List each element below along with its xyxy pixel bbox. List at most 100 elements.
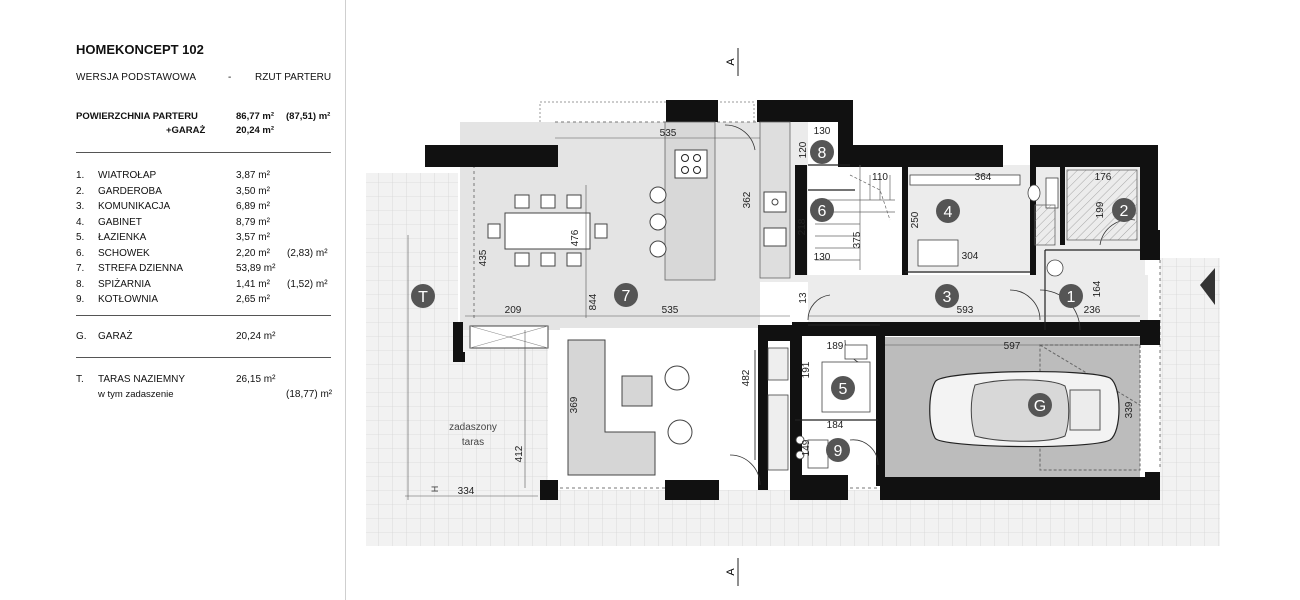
room-area: 53,89 m² <box>236 263 276 274</box>
kitchen-island <box>649 121 716 281</box>
room-badge-label: 4 <box>944 204 953 221</box>
room-badge-label: 3 <box>943 289 952 306</box>
room-badge: 7 <box>614 283 638 307</box>
dim-label: 369 <box>569 396 580 413</box>
version-label: WERSJA PODSTAWOWA <box>76 72 197 83</box>
room-area: 6,89 m² <box>236 201 270 212</box>
room-name: GABINET <box>98 216 142 228</box>
height-mark: H <box>430 486 440 493</box>
divider <box>76 152 331 153</box>
floor-area-label: POWIERZCHNIA PARTERU <box>76 111 198 122</box>
section-marker-label: A <box>725 568 737 576</box>
floor-area-value: 86,77 m² <box>236 111 275 122</box>
room-badge-label: 7 <box>622 288 631 305</box>
room-area: 3,50 m² <box>236 185 270 197</box>
room-name: WIATROŁAP <box>98 170 157 181</box>
dim-label: 184 <box>827 420 844 431</box>
room-area: 2,20 m² <box>236 247 270 259</box>
dim-label: 130 <box>814 252 831 263</box>
dim-label: 110 <box>872 172 888 183</box>
room-badge-label: 5 <box>839 381 848 398</box>
room-name: SCHOWEK <box>98 247 150 259</box>
room-badge-label: 8 <box>818 145 827 162</box>
room-num: 6. <box>76 247 85 259</box>
terrace-name: TARAS NAZIEMNY <box>98 374 186 385</box>
version-separator: - <box>228 72 232 83</box>
room-badges: 1 2 3 4 5 6 7 8 9 G T <box>411 140 1136 462</box>
room-badge-label: 9 <box>834 443 843 460</box>
room-area: 3,57 m² <box>236 232 270 243</box>
dim-label: 218 <box>797 218 808 235</box>
dimension-lines <box>405 137 1140 500</box>
room-name: STREFA DZIENNA <box>98 263 184 274</box>
room-area: 3,87 m² <box>236 170 270 181</box>
room-badge-label: 1 <box>1067 289 1076 306</box>
entrance-arrow <box>1200 268 1215 305</box>
walls <box>425 100 1160 500</box>
room-area: 1,41 m² <box>236 278 270 290</box>
dim-label: 597 <box>1004 341 1021 352</box>
room-num: 9. <box>76 294 85 305</box>
room-badge: T <box>411 284 435 308</box>
room-badge: 3 <box>935 284 959 308</box>
dim-label: 250 <box>910 211 921 228</box>
section-marker-label: A <box>725 58 737 66</box>
room-num: 8. <box>76 278 85 290</box>
room-badge: 8 <box>810 140 834 164</box>
terrace-sub-alt: (18,77) m² <box>286 389 333 400</box>
floor-plan: 535 130 120 110 364 176 199 362 476 435 … <box>366 48 1220 586</box>
project-title: HOMEKONCEPT 102 <box>76 42 204 57</box>
room-badge: 6 <box>810 198 834 222</box>
room-name: GARDEROBA <box>98 185 162 197</box>
garage-num: G. <box>76 331 87 342</box>
room-num: 4. <box>76 216 85 228</box>
room-name: SPIŻARNIA <box>98 278 151 290</box>
dim-label: 149 <box>801 439 812 456</box>
room-badge: 9 <box>826 438 850 462</box>
dim-label: 535 <box>660 128 677 139</box>
terrace-label-line1: zadaszony <box>449 422 497 433</box>
room-name: KOMUNIKACJA <box>98 201 171 212</box>
dim-label: 130 <box>814 126 831 137</box>
room-badge: G <box>1028 393 1052 417</box>
room-num: 7. <box>76 263 85 274</box>
room-name: ŁAZIENKA <box>98 232 147 243</box>
terrace-paving <box>366 101 1220 546</box>
garage-name: GARAŻ <box>98 331 133 342</box>
room-num: 2. <box>76 185 85 197</box>
view-label: RZUT PARTERU <box>255 72 332 83</box>
dim-label: 364 <box>975 172 992 183</box>
room-badge-label: 2 <box>1120 203 1129 220</box>
dim-label: 482 <box>741 369 752 386</box>
room-badge-label: G <box>1034 398 1046 415</box>
dim-label: 199 <box>1095 201 1106 218</box>
dim-label: 375 <box>852 231 863 248</box>
dim-label: 334 <box>458 486 475 497</box>
dim-label: 120 <box>798 141 809 158</box>
dim-label: 476 <box>570 229 581 246</box>
dim-label: 176 <box>1095 172 1112 183</box>
section-marker-bottom: A <box>725 558 739 586</box>
terrace-num: T. <box>76 374 84 385</box>
room-num: 1. <box>76 170 85 181</box>
room-area-alt: (1,52) m² <box>287 278 328 290</box>
divider <box>76 315 331 316</box>
dim-label: 236 <box>1084 305 1101 316</box>
living-furniture <box>469 325 756 476</box>
dim-label: 535 <box>662 305 679 316</box>
room-badge: 1 <box>1059 284 1083 308</box>
room-name: KOTŁOWNIA <box>98 294 159 305</box>
dining-table <box>487 194 608 267</box>
garage-add-label: +GARAŻ <box>166 125 206 136</box>
room-num: 5. <box>76 232 85 243</box>
room-badge: 4 <box>936 199 960 223</box>
room-badge: 5 <box>831 376 855 400</box>
terrace-sub: w tym zadaszenie <box>98 389 174 400</box>
room-badge-label: 6 <box>818 203 827 220</box>
dim-label: 435 <box>478 249 489 266</box>
dim-label: 412 <box>514 445 525 462</box>
room-area: 8,79 m² <box>236 216 270 228</box>
dim-label: 593 <box>957 305 974 316</box>
dim-label: 191 <box>801 361 812 378</box>
kitchen-counter <box>759 121 791 279</box>
